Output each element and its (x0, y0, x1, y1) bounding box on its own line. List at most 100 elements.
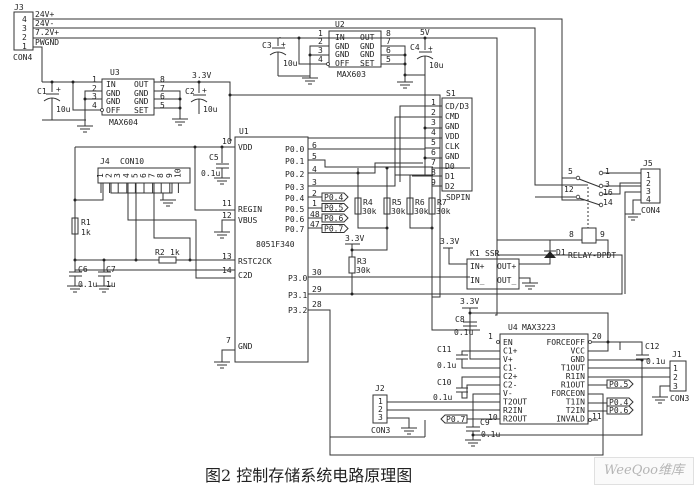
s1-pin-number: 3 (431, 118, 436, 127)
c7-ref: C7 (106, 265, 116, 274)
svg-text:GND: GND (238, 342, 253, 351)
svg-text:6: 6 (386, 46, 391, 55)
j2-type: CON3 (371, 426, 390, 435)
u3-pin-gnd2: GND (106, 97, 121, 106)
connector-j3: J3 4 3 2 1 CON4 24V+ 24V- 7.2V+ PWGND (13, 3, 59, 62)
capacitor-c2: C2 + 10u (185, 82, 218, 114)
wire-u3-gnd (84, 90, 102, 126)
r6-ref: R6 (415, 198, 425, 207)
c9-ref: C9 (480, 418, 490, 427)
u3-ref: U3 (110, 68, 120, 77)
u4-pin-name: C1- (503, 364, 517, 373)
net-flag-label: P0.4 (609, 398, 628, 407)
relay-pin1: 1 (605, 167, 610, 176)
j1-ref: J1 (672, 350, 682, 359)
u3-pin-gnd4: GND (134, 97, 149, 106)
c4-value: 10u (429, 61, 444, 70)
svg-text:OUT_: OUT_ (497, 276, 516, 285)
c11-ref: C11 (437, 345, 452, 354)
c1-ref: C1 (37, 87, 47, 96)
regulator-u2: U2 MAX603 IN GND GND OFF OUT GND GND SET… (318, 20, 391, 79)
u3-pin1: 1 (92, 75, 97, 84)
c1-value: 10u (56, 105, 71, 114)
j3-pin2: 2 (22, 33, 27, 42)
u3-pin-out: OUT (134, 80, 149, 89)
capacitor-c5: C5 0.1u (201, 147, 229, 178)
u3-pin4: 4 (92, 101, 97, 110)
net-flag-p04 (321, 192, 349, 202)
svg-text:GND: GND (360, 42, 375, 51)
connector-j2: J2 1 2 3 CON3 (371, 384, 390, 435)
capacitor-c4: C4 + 10u (405, 38, 444, 76)
u3-pin8: 8 (160, 75, 165, 84)
j4-pin-number: 4 (122, 173, 131, 178)
u4-pin-name: INVALD (556, 415, 585, 424)
k1-ref: K1 (470, 249, 480, 258)
svg-text:47: 47 (310, 220, 320, 229)
junction (178, 97, 182, 101)
svg-text:OFF: OFF (335, 59, 350, 68)
svg-text:29: 29 (312, 285, 322, 294)
wire-forceon (329, 393, 604, 456)
svg-text:P0.1: P0.1 (285, 157, 304, 166)
u3-pin6: 6 (160, 92, 165, 101)
c5-ref: C5 (209, 153, 219, 162)
ground-symbols (67, 77, 668, 447)
j3-ref: J3 (14, 3, 24, 12)
wire-vbus-gnd (221, 219, 235, 232)
resistor-r2: R2 1k (155, 248, 180, 264)
svg-text:20: 20 (592, 332, 602, 341)
svg-text:4: 4 (312, 165, 317, 174)
c8-value: 0.1u (454, 328, 473, 337)
j4-pin-number: 6 (139, 173, 148, 178)
svg-text:1: 1 (673, 364, 678, 373)
ssr-k1: K1 SSR IN+ IN_ OUT+ OUT_ (466, 249, 520, 290)
j3-type: CON4 (13, 53, 32, 62)
u4-pin-name: T1IN (566, 398, 585, 407)
c3-ref: C3 (262, 41, 272, 50)
svg-text:+: + (428, 44, 433, 53)
svg-text:P0.0: P0.0 (285, 145, 304, 154)
capacitor-c7: C7 1u (98, 260, 116, 289)
net-24v-plus: 24V+ (35, 10, 54, 19)
net-label-3v3-u3: 3.3V (192, 71, 211, 80)
u3-pin-gnd3: GND (134, 89, 149, 98)
svg-text:REGIN: REGIN (238, 205, 262, 214)
u1-part: 8051F340 (256, 240, 295, 249)
u4-ref: U4 (508, 323, 518, 332)
relay-pin5: 5 (568, 167, 573, 176)
r2-ref: R2 (155, 248, 165, 257)
u4-pin-name: T2OUT (503, 398, 527, 407)
wire-regin (194, 147, 235, 211)
u2-part: MAX603 (337, 70, 366, 79)
svg-text:2: 2 (312, 189, 317, 198)
svg-text:RSTC2CK: RSTC2CK (238, 257, 272, 266)
d1-ref: D1 (556, 248, 566, 257)
j3-pin1: 1 (22, 42, 27, 51)
u4-pin-labels: ENC1+V+C1-C2+C2-V-T2OUTR2INR2OUTFORCEOFF… (503, 338, 585, 424)
svg-text:GND: GND (360, 50, 375, 59)
net-pwgnd: PWGND (35, 38, 59, 47)
svg-text:11: 11 (222, 199, 232, 208)
c1-polarity: + (56, 85, 61, 94)
capacitor-c6: C6 0.1u (69, 260, 97, 289)
c6-ref: C6 (78, 265, 88, 274)
net-flag-p05-u4 (606, 379, 634, 389)
j4-type: CON10 (120, 157, 144, 166)
j4-pin-number: 1 (96, 173, 105, 178)
net-flag-label: P0.4 (324, 193, 343, 202)
svg-text:P3.2: P3.2 (288, 306, 307, 315)
s1-pin-number: 5 (431, 138, 436, 147)
j3-pin4: 4 (22, 15, 27, 24)
u4-pin-name: C2+ (503, 372, 518, 381)
r4-ref: R4 (363, 198, 373, 207)
svg-text:OUT+: OUT+ (497, 262, 516, 271)
svg-text:13: 13 (222, 252, 232, 261)
junction (71, 80, 75, 84)
net-flag-p07 (321, 224, 349, 233)
u1-ref: U1 (239, 127, 249, 136)
connector-j1: J1 1 2 3 CON3 (669, 350, 689, 403)
r5-value: 30k (391, 207, 406, 216)
